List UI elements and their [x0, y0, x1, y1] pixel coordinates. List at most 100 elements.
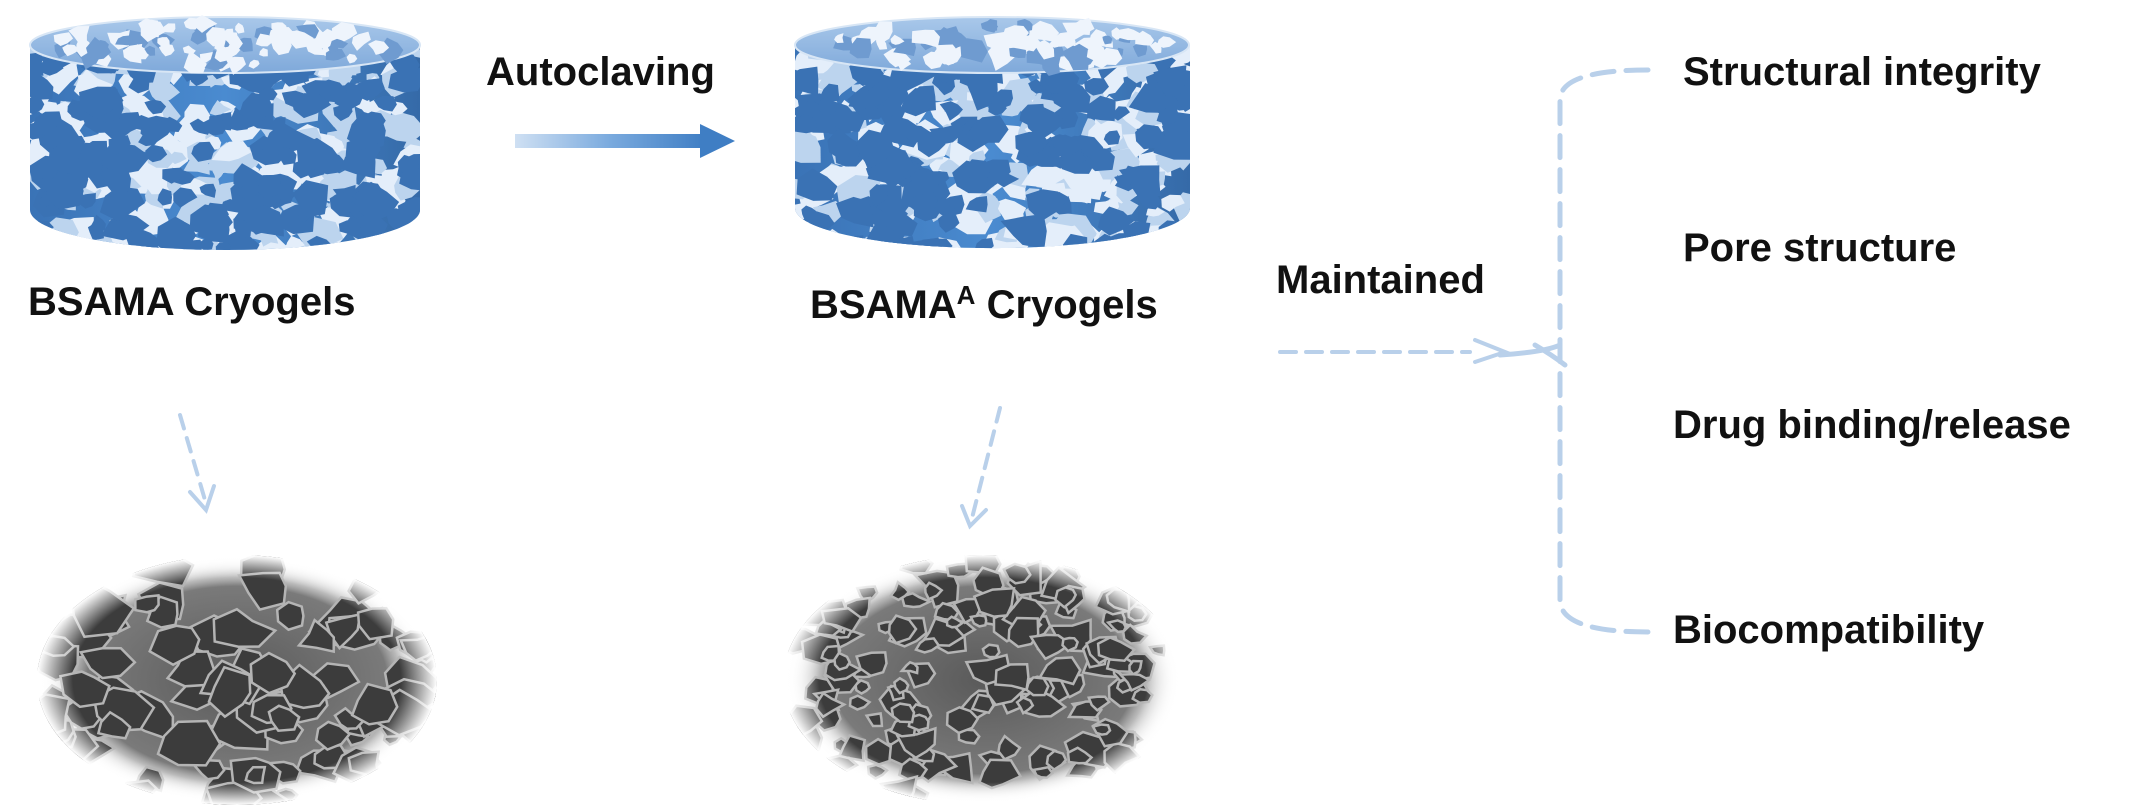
texture-fragment — [815, 236, 860, 249]
autoclaving-label: Autoclaving — [486, 50, 715, 94]
texture-fragment — [827, 111, 865, 132]
texture-fragment — [397, 197, 420, 229]
outcome-item-biocompatibility: Biocompatibility — [1673, 608, 1985, 652]
texture-fragment — [138, 18, 160, 38]
texture-fragment — [965, 115, 1009, 143]
texture-fragment — [355, 181, 400, 223]
texture-fragment — [291, 93, 332, 119]
texture-fragment — [304, 250, 321, 261]
texture-fragment — [45, 217, 79, 250]
texture-fragment — [158, 43, 175, 57]
texture-fragment — [911, 29, 940, 48]
texture-fragment — [1130, 62, 1161, 83]
texture-fragment — [1028, 79, 1048, 94]
texture-fragment — [79, 86, 124, 120]
texture-fragment — [214, 181, 237, 202]
texture-fragment — [1086, 95, 1116, 122]
texture-fragment — [849, 37, 872, 59]
texture-fragment — [818, 96, 837, 118]
texture-fragment — [375, 233, 415, 250]
texture-fragment — [215, 242, 232, 250]
texture-fragment — [144, 99, 167, 115]
texture-fragment — [86, 39, 112, 60]
texture-fragment — [340, 146, 376, 179]
texture-fragment — [852, 245, 864, 249]
texture-fragment — [157, 188, 172, 206]
texture-fragment — [173, 114, 207, 146]
texture-fragment — [929, 124, 961, 145]
texture-fragment — [1148, 247, 1185, 249]
texture-fragment — [256, 175, 281, 200]
texture-fragment — [1111, 106, 1130, 121]
texture-fragment — [1128, 83, 1170, 113]
texture-fragment — [122, 43, 143, 64]
texture-fragment — [801, 205, 818, 222]
texture-fragment — [873, 21, 893, 46]
texture-fragment — [1000, 213, 1047, 249]
texture-fragment — [333, 191, 357, 206]
texture-fragment — [796, 168, 838, 201]
sem-image-bsama — [37, 555, 437, 805]
texture-fragment — [160, 116, 183, 132]
texture-fragment — [965, 196, 988, 213]
texture-fragment — [270, 117, 286, 132]
texture-fragment — [1135, 30, 1155, 46]
texture-fragment — [834, 33, 844, 43]
sem-image-bsama-autoclaved — [783, 555, 1183, 805]
texture-fragment — [1153, 65, 1187, 98]
texture-fragment — [296, 24, 319, 42]
texture-fragment — [30, 52, 44, 76]
texture-fragment — [182, 45, 196, 54]
texture-fragment — [1134, 236, 1169, 249]
texture-fragment — [935, 76, 955, 96]
maintained-label: Maintained — [1276, 258, 1485, 302]
texture-fragment — [1160, 233, 1184, 249]
texture-fragment — [860, 241, 881, 249]
texture-fragment — [239, 92, 272, 122]
texture-fragment — [899, 237, 944, 249]
texture-fragment — [1102, 35, 1113, 45]
texture-fragment — [155, 252, 174, 263]
texture-fragment — [1156, 107, 1179, 125]
texture-fragment — [30, 242, 56, 250]
texture-fragment — [1001, 25, 1029, 46]
texture-fragment — [222, 231, 260, 250]
texture-fragment — [1137, 245, 1163, 249]
texture-fragment — [389, 228, 414, 250]
texture-fragment — [351, 31, 371, 51]
maintained-dashed-arrow — [1278, 338, 1511, 364]
texture-fragment — [899, 88, 933, 117]
texture-fragment — [94, 247, 117, 250]
texture-fragment — [992, 37, 1005, 45]
texture-fragment — [1009, 46, 1027, 58]
texture-fragment — [31, 228, 47, 244]
texture-fragment — [1103, 130, 1121, 145]
dashed-arrow-to-sem-2 — [960, 406, 1002, 530]
texture-fragment — [837, 235, 864, 249]
texture-fragment — [329, 38, 349, 49]
texture-fragment — [30, 149, 41, 167]
texture-fragment — [48, 142, 83, 175]
texture-fragment — [189, 204, 233, 236]
texture-fragment — [795, 66, 819, 96]
texture-fragment — [206, 27, 227, 47]
texture-fragment — [209, 100, 232, 117]
texture-fragment — [1051, 134, 1085, 161]
texture-fragment — [225, 252, 235, 263]
texture-fragment — [397, 154, 419, 175]
bsama-autoclaved-cryogel-cylinder — [794, 16, 1190, 249]
texture-fragment — [388, 246, 404, 250]
texture-fragment — [1086, 44, 1106, 61]
texture-fragment — [233, 205, 257, 221]
texture-fragment — [161, 23, 176, 33]
texture-fragment — [1161, 122, 1188, 143]
texture-fragment — [248, 59, 260, 69]
texture-fragment — [373, 95, 397, 112]
texture-fragment — [887, 241, 913, 249]
texture-fragment — [333, 104, 353, 122]
outcome-item-drug-binding-release: Drug binding/release — [1673, 403, 2071, 447]
texture-fragment — [377, 235, 409, 250]
texture-fragment — [115, 35, 134, 46]
texture-fragment — [855, 129, 895, 169]
